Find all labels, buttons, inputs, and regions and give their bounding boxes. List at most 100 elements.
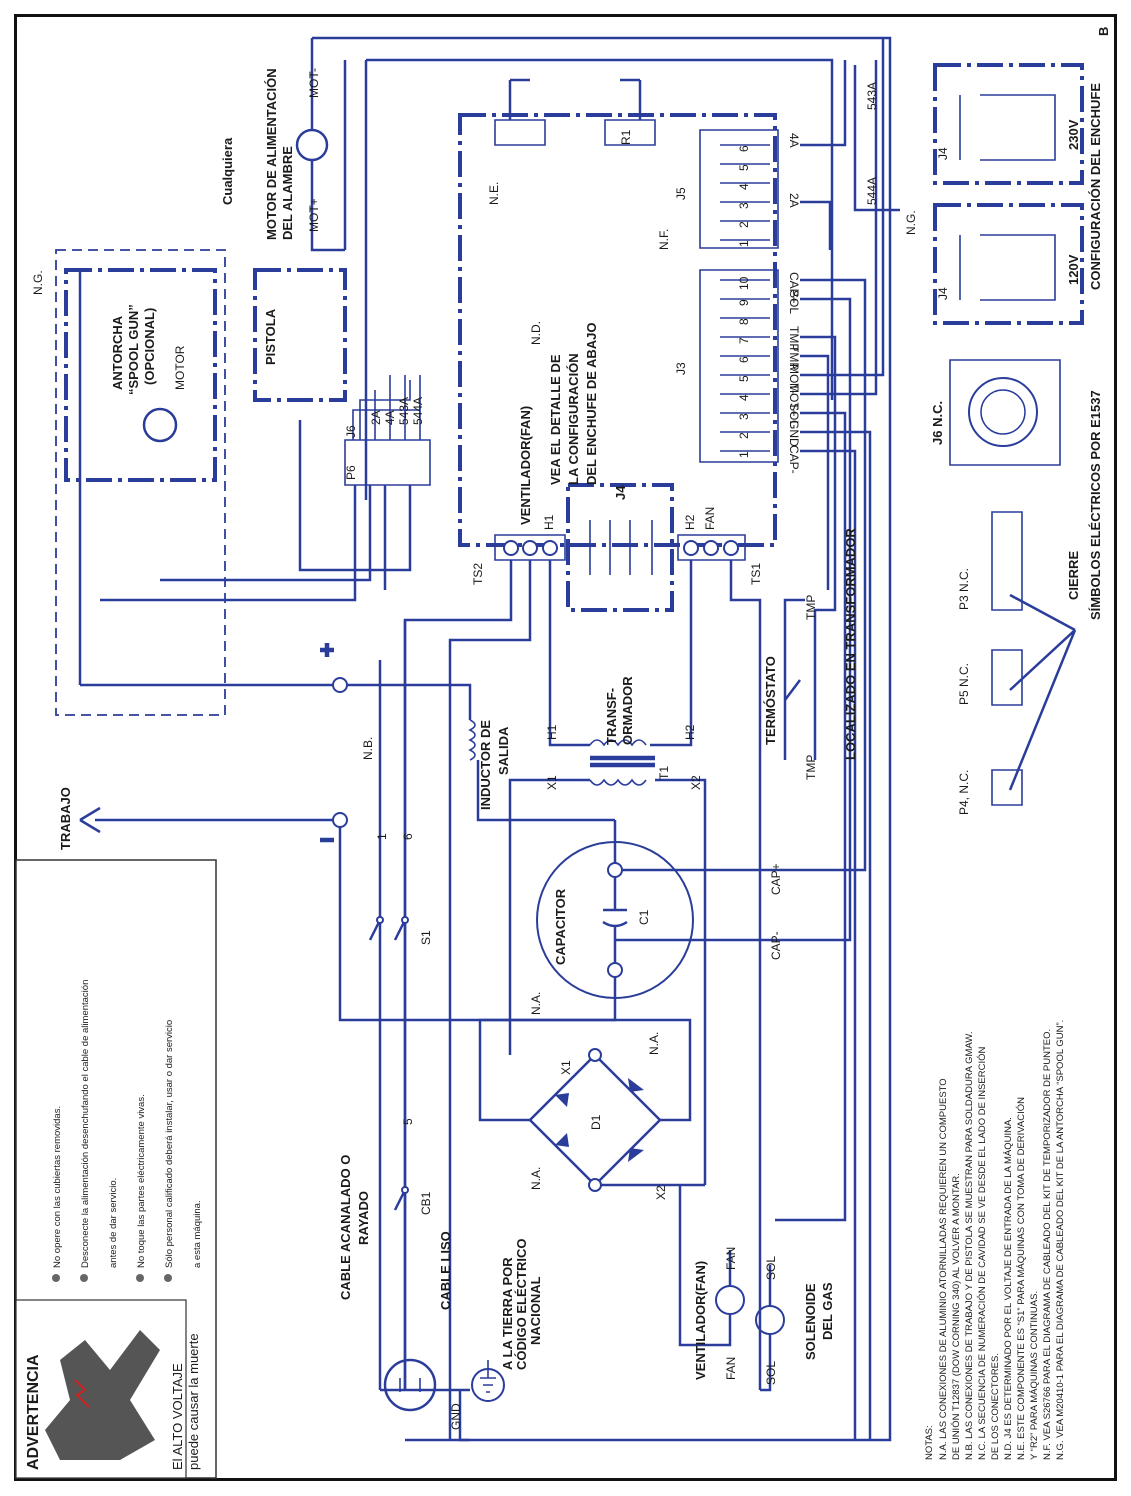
- label-tmp-top: TMP: [804, 595, 818, 620]
- label-nb: N.B.: [361, 737, 375, 760]
- label-inductor-2: SALIDA: [496, 726, 511, 775]
- j3-pin-number: 2: [737, 432, 751, 439]
- warning-box: ADVERTENCIA El ALTO VOLTAJE puede causar…: [15, 859, 217, 1479]
- j3-pin-signal: TMP: [787, 345, 801, 370]
- warning-bullet: No opere con las cubiertas removidas.: [52, 1106, 63, 1268]
- j5-pin-signal: 2A: [787, 193, 801, 208]
- electric-shock-icon: [45, 1330, 160, 1460]
- label-capacitor: CAPACITOR: [553, 888, 568, 965]
- label-p6: P6: [344, 465, 358, 480]
- label-inductor-1: INDUCTOR DE: [478, 720, 493, 810]
- j3-pin-number: 10: [737, 276, 751, 290]
- note-line: N.C. LA SECUENCIA DE NUMERACIÓN DE CAVID…: [977, 1047, 988, 1460]
- note-line: N.A. LAS CONEXIONES DE ALUMINIO ATORNILL…: [938, 1078, 949, 1460]
- label-cable-acanalado-2: RAYADO: [356, 1191, 371, 1245]
- label-na-cap: N.A.: [529, 992, 543, 1015]
- note-line: N.B. LAS CONEXIONES DE TRABAJO Y DE PIST…: [964, 1032, 975, 1461]
- j3-pin-number: 5: [737, 375, 751, 382]
- label-ng-right: N.G.: [904, 210, 918, 235]
- j5-pin-labels: 1 2 3 4 5 6 2A 4A: [737, 133, 801, 247]
- j5-pin-number: 3: [737, 202, 751, 209]
- j3-pin-number: 1: [737, 451, 751, 458]
- j5-pin-signal: 4A: [787, 133, 801, 148]
- label-544a-top: 544A: [865, 177, 879, 205]
- label-p4-nc: P4, N.C.: [957, 770, 971, 815]
- label-motor-spool: MOTOR: [173, 345, 187, 390]
- wiring: [55, 36, 1084, 1442]
- label-h2-top: H2: [683, 514, 697, 530]
- label-r1: R1: [619, 129, 633, 145]
- label-sol-bottom: SOL: [764, 1361, 778, 1385]
- label-fan-minus: FAN: [724, 1357, 738, 1380]
- label-ts1: TS1: [749, 563, 763, 585]
- j3-pin-number: 9: [737, 299, 751, 306]
- label-trabajo: TRABAJO: [58, 787, 73, 850]
- label-x1-transf: X1: [545, 775, 559, 790]
- label-j4-120: J4: [936, 287, 950, 300]
- label-wire-5: 5: [401, 1118, 415, 1125]
- j5-pin-number: 6: [737, 145, 751, 152]
- label-j4-230: J4: [936, 147, 950, 160]
- label-120v: 120V: [1066, 254, 1081, 285]
- j3-pin-signal: MOT-: [787, 364, 801, 394]
- label-fan-top: FAN: [703, 507, 717, 530]
- label-cb1: CB1: [419, 1191, 433, 1215]
- j3-pin-labels: 1 2 3 4 5 6 7 8 9 10 CAP- GND SOL MOT+ M…: [737, 272, 801, 474]
- label-wire-1: 1: [375, 833, 389, 840]
- j3-pin-signal: SOL: [787, 403, 801, 427]
- label-motor-alim-2: DEL ALAMBRE: [280, 146, 295, 240]
- label-j6: J6: [344, 425, 358, 438]
- j3-pin-signal: SOL: [787, 290, 801, 314]
- label-x2-bridge: X2: [654, 1185, 668, 1200]
- label-antorcha-2: “SPOOL GUN”: [126, 304, 141, 395]
- label-ventilador-fan-bottom: VENTILADOR(FAN): [693, 1261, 708, 1380]
- label-gnd: GND: [449, 1403, 463, 1430]
- j3-pin-number: 3: [737, 413, 751, 420]
- label-tierra-3: NACIONAL: [528, 1276, 543, 1345]
- label-simbolos: SÍMBOLOS ELÉCTRICOS POR E1537: [1088, 390, 1103, 620]
- j3-pin-signal: CAP+: [787, 272, 801, 304]
- label-config-enchufe: CONFIGURACIÓN DEL ENCHUFE: [1088, 83, 1103, 290]
- label-tmp-bottom: TMP: [804, 755, 818, 780]
- label-wire-6: 6: [401, 833, 415, 840]
- label-antorcha-1: ANTORCHA: [110, 315, 125, 390]
- label-transf-1: TRANSF-: [604, 688, 619, 745]
- note-line: DE UNIÓN T12837 (DOW CORNING 340) AL VOL…: [951, 1173, 962, 1460]
- j5-pin-number: 5: [737, 164, 751, 171]
- note-line: N.F. VEA S26766 PARA EL DIAGRAMA DE CABL…: [1042, 1029, 1053, 1460]
- label-na-diode: N.A.: [647, 1032, 661, 1055]
- label-cualquiera: Cualquiera: [220, 137, 235, 205]
- label-543a-p6: 543A: [397, 397, 411, 425]
- j3-pin-signal: TMP: [787, 326, 801, 351]
- warning-bullet: Sólo personal calificado deberá instalar…: [164, 1020, 175, 1268]
- label-cap-plus: CAP+: [769, 863, 783, 895]
- warning-bullet: a esta máquina.: [192, 1200, 203, 1268]
- diagram-labels: Cualquiera MOTOR DE ALIMENTACIÓN DEL ALA…: [31, 68, 1103, 1430]
- label-solenoide-2: DEL GAS: [820, 1282, 835, 1340]
- label-543a-top: 543A: [865, 82, 879, 110]
- label-x1-bridge: X1: [559, 1060, 573, 1075]
- label-h1-top: H1: [542, 514, 556, 530]
- note-line: DE LOS CONECTORES.: [990, 1353, 1001, 1460]
- note-line: Y “R2” PARA MÁQUINAS CONTINUAS.: [1029, 1291, 1040, 1460]
- j3-pin-number: 7: [737, 337, 751, 344]
- label-tierra-1: A LA TIERRA POR: [500, 1257, 515, 1370]
- label-antorcha-3: (OPCIONAL): [142, 308, 157, 385]
- label-tierra-2: CÓDIGO ELÉCTRICO: [514, 1239, 529, 1370]
- label-fan-plus: FAN: [724, 1247, 738, 1270]
- label-s1: S1: [419, 930, 433, 945]
- label-j5: J5: [674, 187, 688, 200]
- label-2a: 2A: [369, 410, 383, 425]
- label-4a: 4A: [383, 410, 397, 425]
- label-p5-nc: P5 N.C.: [957, 663, 971, 705]
- label-nd: N.D.: [529, 321, 543, 345]
- label-d1: D1: [589, 1114, 603, 1130]
- warning-title: ADVERTENCIA: [25, 1354, 42, 1470]
- label-mot-minus: MOT-: [307, 68, 321, 98]
- j3-pin-signal: CAP-: [787, 445, 801, 474]
- j3-pin-signal: MOT+: [787, 383, 801, 417]
- warning-bullet: No toque las partes eléctricamente vivas…: [136, 1094, 147, 1268]
- label-localizado: LOCALIZADO EN TRANSFORMADOR: [843, 528, 858, 760]
